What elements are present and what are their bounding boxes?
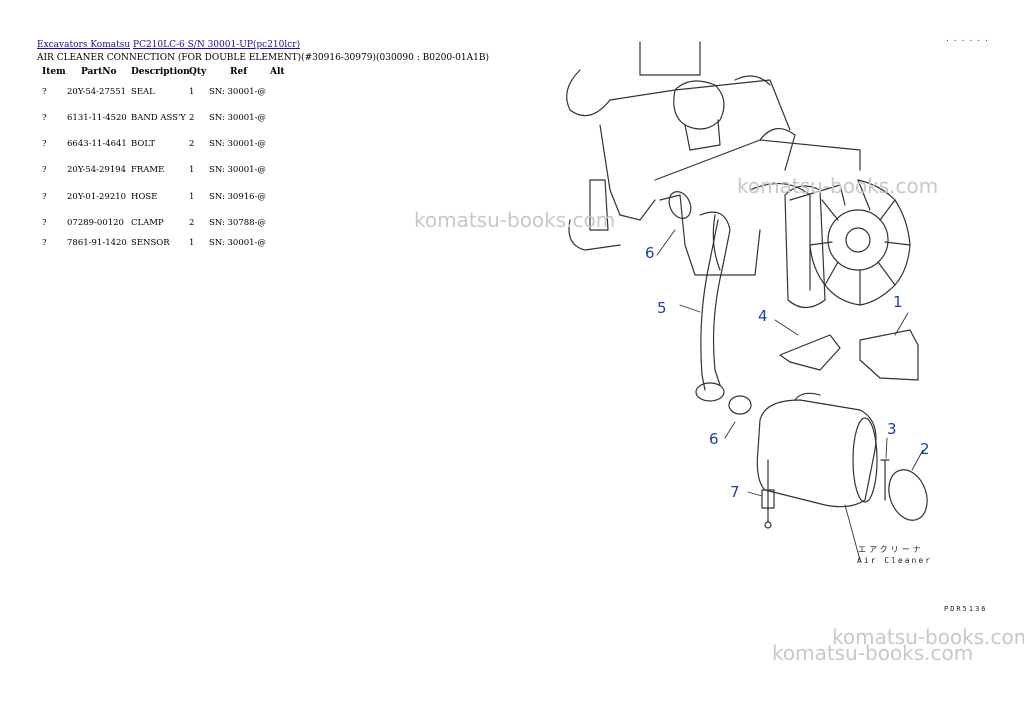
intake-hose	[695, 211, 731, 402]
callout-2: 2	[920, 440, 930, 458]
callout-1: 1	[893, 293, 903, 311]
watermark: komatsu-books.com	[772, 641, 974, 665]
breadcrumb: Excavators Komatsu PC210LC-6 S/N 30001-U…	[37, 40, 300, 50]
cell-description: BOLT	[131, 139, 155, 149]
column-header-ref: Ref	[230, 67, 248, 77]
callout-6-lower: 6	[709, 430, 719, 448]
page-title: AIR CLEANER CONNECTION (FOR DOUBLE ELEME…	[37, 53, 489, 63]
callout-6-upper: 6	[645, 244, 655, 262]
cell-ref: SN: 30001-@	[209, 113, 266, 123]
band-assembly	[888, 469, 928, 521]
cell-description: SEAL	[131, 87, 155, 97]
watermark: komatsu-books.com	[414, 208, 616, 232]
cell-partno: 20Y-54-27551	[67, 87, 127, 97]
cell-ref: SN: 30916-@	[209, 192, 266, 202]
column-header-partno: PartNo	[81, 67, 117, 77]
callout-4: 4	[758, 307, 768, 325]
fan-belt	[784, 185, 826, 309]
cell-description: HOSE	[131, 192, 158, 202]
cell-partno: 7861-91-1420	[67, 238, 127, 248]
cell-qty: 1	[189, 165, 195, 175]
cell-item: ?	[42, 87, 47, 97]
breadcrumb-link-category[interactable]: Excavators Komatsu	[37, 40, 131, 50]
dust-sensor	[761, 459, 775, 529]
column-header-item: Item	[42, 67, 66, 77]
cell-ref: SN: 30001-@	[209, 165, 266, 175]
callout-3: 3	[887, 420, 897, 438]
column-header-alt: Alt	[270, 67, 285, 77]
engine-outline	[566, 41, 861, 291]
air-cleaner-label-en: Air Cleaner	[857, 556, 932, 565]
leader-lines	[656, 229, 924, 561]
cell-partno: 20Y-01-29210	[67, 192, 127, 202]
cell-qty: 1	[189, 238, 195, 248]
cell-item: ?	[42, 165, 47, 175]
bolt	[880, 459, 890, 501]
cell-item: ?	[42, 113, 47, 123]
cell-description: FRAME	[131, 165, 165, 175]
cell-item: ?	[42, 192, 47, 202]
cell-partno: 07289-00120	[67, 218, 124, 228]
frame-bracket	[779, 334, 841, 371]
exploded-parts-diagram	[566, 41, 928, 561]
air-cleaner-body	[756, 392, 878, 508]
callout-5: 5	[657, 299, 667, 317]
cell-partno: 6643-11-4641	[67, 139, 127, 149]
cell-ref: SN: 30788-@	[209, 218, 266, 228]
cell-ref: SN: 30001-@	[209, 238, 266, 248]
cell-item: ?	[42, 238, 47, 248]
cell-partno: 6131-11-4520	[67, 113, 127, 123]
cell-ref: SN: 30001-@	[209, 139, 266, 149]
watermark: komatsu-books.com	[832, 625, 1024, 649]
seal-plate	[859, 329, 919, 381]
figure-id: PDR5136	[944, 605, 988, 613]
cell-qty: 2	[189, 139, 195, 149]
column-header-description: Description	[131, 67, 190, 77]
cell-description: CLAMP	[131, 218, 164, 228]
cell-qty: 2	[189, 113, 195, 123]
cell-partno: 20Y-54-29194	[67, 165, 127, 175]
air-cleaner-label-jp: エアクリーナ	[858, 545, 924, 554]
cell-item: ?	[42, 218, 47, 228]
cell-qty: 2	[189, 218, 195, 228]
corner-dots: ......	[945, 34, 992, 43]
hose-clamp-lower	[728, 395, 752, 415]
cooling-fan	[809, 179, 911, 306]
cell-qty: 1	[189, 192, 195, 202]
column-header-qty: Qty	[189, 67, 207, 77]
breadcrumb-link-model[interactable]: PC210LC-6 S/N 30001-UP(pc210lcr)	[133, 40, 301, 50]
hose-clamp-upper	[668, 191, 692, 219]
cell-ref: SN: 30001-@	[209, 87, 266, 97]
watermark: komatsu-books.com	[737, 174, 939, 198]
cell-qty: 1	[189, 87, 195, 97]
cell-description: SENSOR	[131, 238, 170, 248]
cell-description: BAND ASS'Y	[131, 113, 186, 123]
callout-7: 7	[730, 483, 740, 501]
cell-item: ?	[42, 139, 47, 149]
